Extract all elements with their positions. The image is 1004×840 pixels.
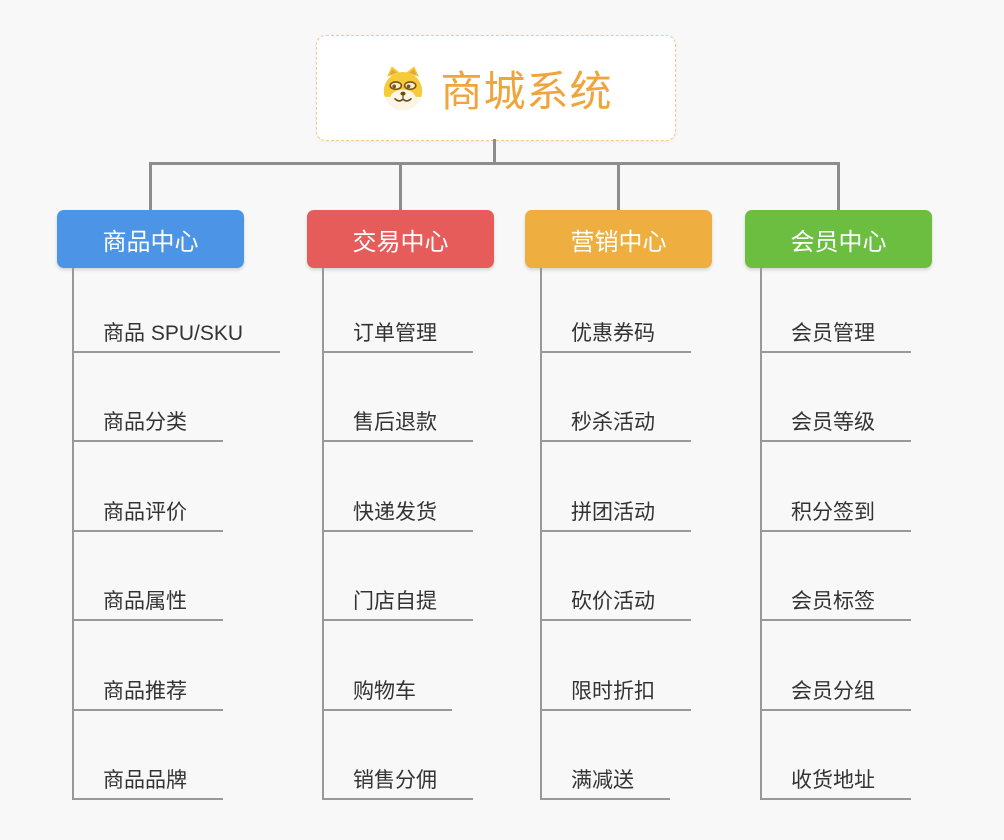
child-node-product-center-0[interactable]: 商品 SPU/SKU: [72, 307, 281, 353]
branch-header-label: 会员中心: [790, 228, 887, 256]
branch-header-label: 交易中心: [352, 228, 449, 256]
child-node-label: 拼团活动: [571, 500, 655, 524]
branch-trunk-line-marketing-center: [540, 268, 542, 800]
root-node[interactable]: 商城系统: [316, 35, 676, 141]
branch-header-trade-center[interactable]: 交易中心: [307, 210, 494, 268]
child-node-marketing-center-1[interactable]: 秒杀活动: [540, 396, 691, 443]
child-node-label: 限时折扣: [571, 679, 655, 703]
child-node-product-center-1[interactable]: 商品分类: [72, 396, 223, 443]
child-node-label: 收货地址: [791, 769, 875, 792]
connector-vertical-line: [149, 162, 152, 210]
child-node-product-center-3[interactable]: 商品属性: [72, 575, 223, 622]
child-node-marketing-center-0[interactable]: 优惠券码: [540, 307, 691, 353]
branch-trunk-line-trade-center: [322, 268, 324, 800]
branch-header-label: 商品中心: [102, 228, 199, 256]
child-node-label: 商品分类: [103, 411, 187, 435]
child-node-label: 秒杀活动: [571, 411, 655, 435]
child-node-product-center-2[interactable]: 商品评价: [72, 486, 223, 532]
child-node-label: 商品属性: [103, 590, 187, 614]
child-node-trade-center-2[interactable]: 快递发货: [322, 486, 473, 532]
child-node-trade-center-1[interactable]: 售后退款: [322, 396, 473, 443]
child-node-product-center-5[interactable]: 商品品牌: [72, 754, 223, 800]
child-node-marketing-center-5[interactable]: 满减送: [540, 754, 670, 800]
child-node-label: 订单管理: [353, 322, 437, 345]
child-node-label: 会员标签: [791, 590, 875, 614]
child-node-member-center-1[interactable]: 会员等级: [760, 396, 911, 443]
child-node-label: 售后退款: [353, 411, 437, 435]
connector-vertical-line: [837, 162, 840, 210]
child-node-trade-center-4[interactable]: 购物车: [322, 665, 452, 711]
child-node-label: 会员分组: [791, 679, 875, 703]
connector-vertical-line: [617, 162, 620, 210]
child-node-marketing-center-2[interactable]: 拼团活动: [540, 486, 691, 532]
child-node-marketing-center-3[interactable]: 砍价活动: [540, 575, 691, 622]
child-node-label: 优惠券码: [571, 322, 655, 345]
branch-header-marketing-center[interactable]: 营销中心: [525, 210, 712, 268]
child-node-label: 会员等级: [791, 411, 875, 435]
child-node-label: 销售分佣: [353, 769, 437, 792]
child-node-label: 积分签到: [791, 500, 875, 524]
child-node-label: 购物车: [353, 679, 416, 703]
child-node-member-center-4[interactable]: 会员分组: [760, 665, 911, 711]
child-node-trade-center-3[interactable]: 门店自提: [322, 575, 473, 622]
root-title: 商城系统: [440, 67, 613, 115]
branch-header-member-center[interactable]: 会员中心: [745, 210, 932, 268]
child-node-label: 门店自提: [353, 590, 437, 614]
child-node-trade-center-0[interactable]: 订单管理: [322, 307, 473, 353]
child-node-member-center-0[interactable]: 会员管理: [760, 307, 911, 353]
child-node-label: 会员管理: [791, 322, 875, 345]
dog-face-icon: [384, 66, 423, 111]
child-node-trade-center-5[interactable]: 销售分佣: [322, 754, 473, 800]
child-node-label: 快递发货: [353, 500, 437, 524]
child-node-member-center-2[interactable]: 积分签到: [760, 486, 911, 532]
child-node-label: 商品 SPU/SKU: [103, 322, 244, 345]
branch-trunk-line-member-center: [760, 268, 762, 800]
connector-root-trunk-line: [492, 139, 496, 165]
child-node-label: 商品品牌: [103, 769, 187, 792]
child-node-product-center-4[interactable]: 商品推荐: [72, 665, 223, 711]
child-node-label: 满减送: [571, 769, 634, 792]
connector-vertical-line: [399, 162, 402, 210]
child-node-label: 砍价活动: [571, 590, 655, 614]
child-node-member-center-3[interactable]: 会员标签: [760, 575, 911, 622]
branch-header-product-center[interactable]: 商品中心: [57, 210, 244, 268]
child-node-label: 商品推荐: [103, 679, 187, 703]
branch-trunk-line-product-center: [72, 268, 74, 800]
branch-header-label: 营销中心: [570, 228, 667, 256]
child-node-label: 商品评价: [103, 500, 187, 524]
child-node-marketing-center-4[interactable]: 限时折扣: [540, 665, 691, 711]
child-node-member-center-5[interactable]: 收货地址: [760, 754, 911, 800]
connector-horizontal-line: [149, 162, 840, 165]
